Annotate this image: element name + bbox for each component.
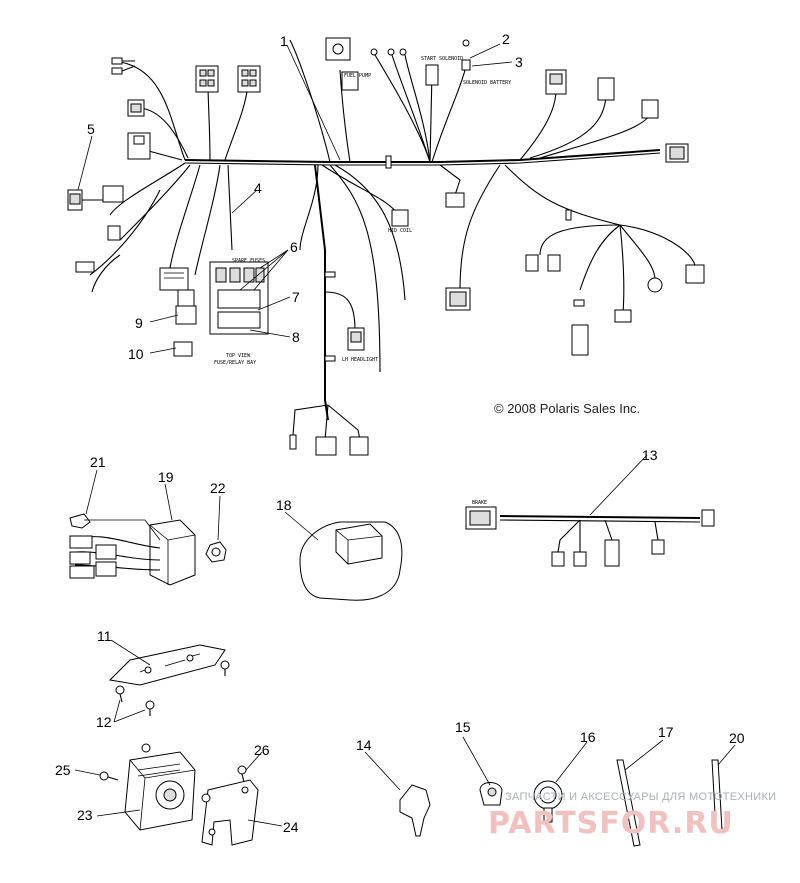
callout-6: 6 [290, 239, 298, 255]
harness-connectors [67, 37, 705, 456]
screw-side [201, 793, 211, 803]
callout-4: 4 [254, 180, 262, 196]
callout-3: 3 [515, 54, 523, 70]
clip-14 [399, 784, 431, 837]
label-hid-coil: HID COIL [388, 228, 412, 234]
callout-15: 15 [455, 719, 471, 735]
bracket-11 [108, 644, 230, 716]
clamp-16 [533, 780, 563, 823]
callout-10: 10 [128, 346, 144, 362]
callout-1: 1 [280, 33, 288, 49]
screw-25 [99, 771, 119, 781]
callout-20: 20 [729, 730, 745, 746]
callout-21: 21 [90, 454, 106, 470]
watermark-tagline: ЗАПЧАСТИ И АКСЕССУАРЫ ДЛЯ МОТОТЕХНИКИ [505, 791, 776, 803]
screw-12c [220, 660, 230, 676]
screw-26 [237, 765, 247, 783]
callout-22: 22 [210, 480, 226, 496]
callout-23: 23 [77, 807, 93, 823]
callout-14: 14 [356, 737, 372, 753]
label-fuel-pump: FUEL PUMP [344, 73, 371, 79]
label-lh-headlight: LH HEADLIGHT [342, 357, 378, 363]
callout-18: 18 [276, 497, 292, 513]
label-brake: BRAKE [472, 500, 487, 506]
clip-15 [479, 782, 503, 806]
part-18-box [299, 521, 403, 601]
callout-8: 8 [292, 329, 300, 345]
watermark: ЗАПЧАСТИ И АКСЕССУАРЫ ДЛЯ МОТОТЕХНИКИ PA… [488, 791, 776, 841]
label-start-solenoid: START SOLENOID [421, 56, 463, 62]
callout-7: 7 [292, 289, 300, 305]
callout-24: 24 [283, 819, 299, 835]
callout-19: 19 [158, 469, 174, 485]
screw-12a [115, 685, 125, 703]
tie-20 [711, 759, 723, 832]
callout-25: 25 [55, 762, 71, 778]
callout-12: 12 [96, 714, 112, 730]
module-23 [99, 743, 259, 846]
module-19 [69, 513, 227, 586]
label-solenoid-battery: SOLENOID BATTERY [463, 80, 511, 86]
main-harness [89, 39, 696, 441]
callout-9: 9 [135, 315, 143, 331]
callout-17: 17 [658, 724, 674, 740]
label-fuse-relay-bay: FUSE/RELAY BAY [214, 360, 256, 366]
callout-5: 5 [87, 121, 95, 137]
tie-17 [616, 759, 641, 847]
callout-13: 13 [642, 447, 658, 463]
copyright-text: © 2008 Polaris Sales Inc. [494, 401, 640, 416]
screw-top [141, 743, 151, 753]
label-top-view: TOP VIEW [226, 353, 251, 359]
callout-2: 2 [502, 31, 510, 47]
watermark-logo: PARTSFOR.RU [488, 806, 734, 841]
screw-12b [145, 700, 155, 716]
callout-numbers: 1 2 3 4 5 6 7 8 9 10 11 12 13 14 15 16 1… [55, 31, 745, 835]
callout-26: 26 [254, 742, 270, 758]
callout-11: 11 [97, 628, 112, 644]
callout-16: 16 [580, 729, 596, 745]
harness-labels: FUEL PUMP START SOLENOID SOLENOID BATTER… [214, 56, 511, 366]
sub-harness-13: BRAKE [465, 500, 715, 567]
label-spare-fuses: SPARE FUSES [232, 258, 265, 264]
leader-lines [74, 43, 736, 827]
